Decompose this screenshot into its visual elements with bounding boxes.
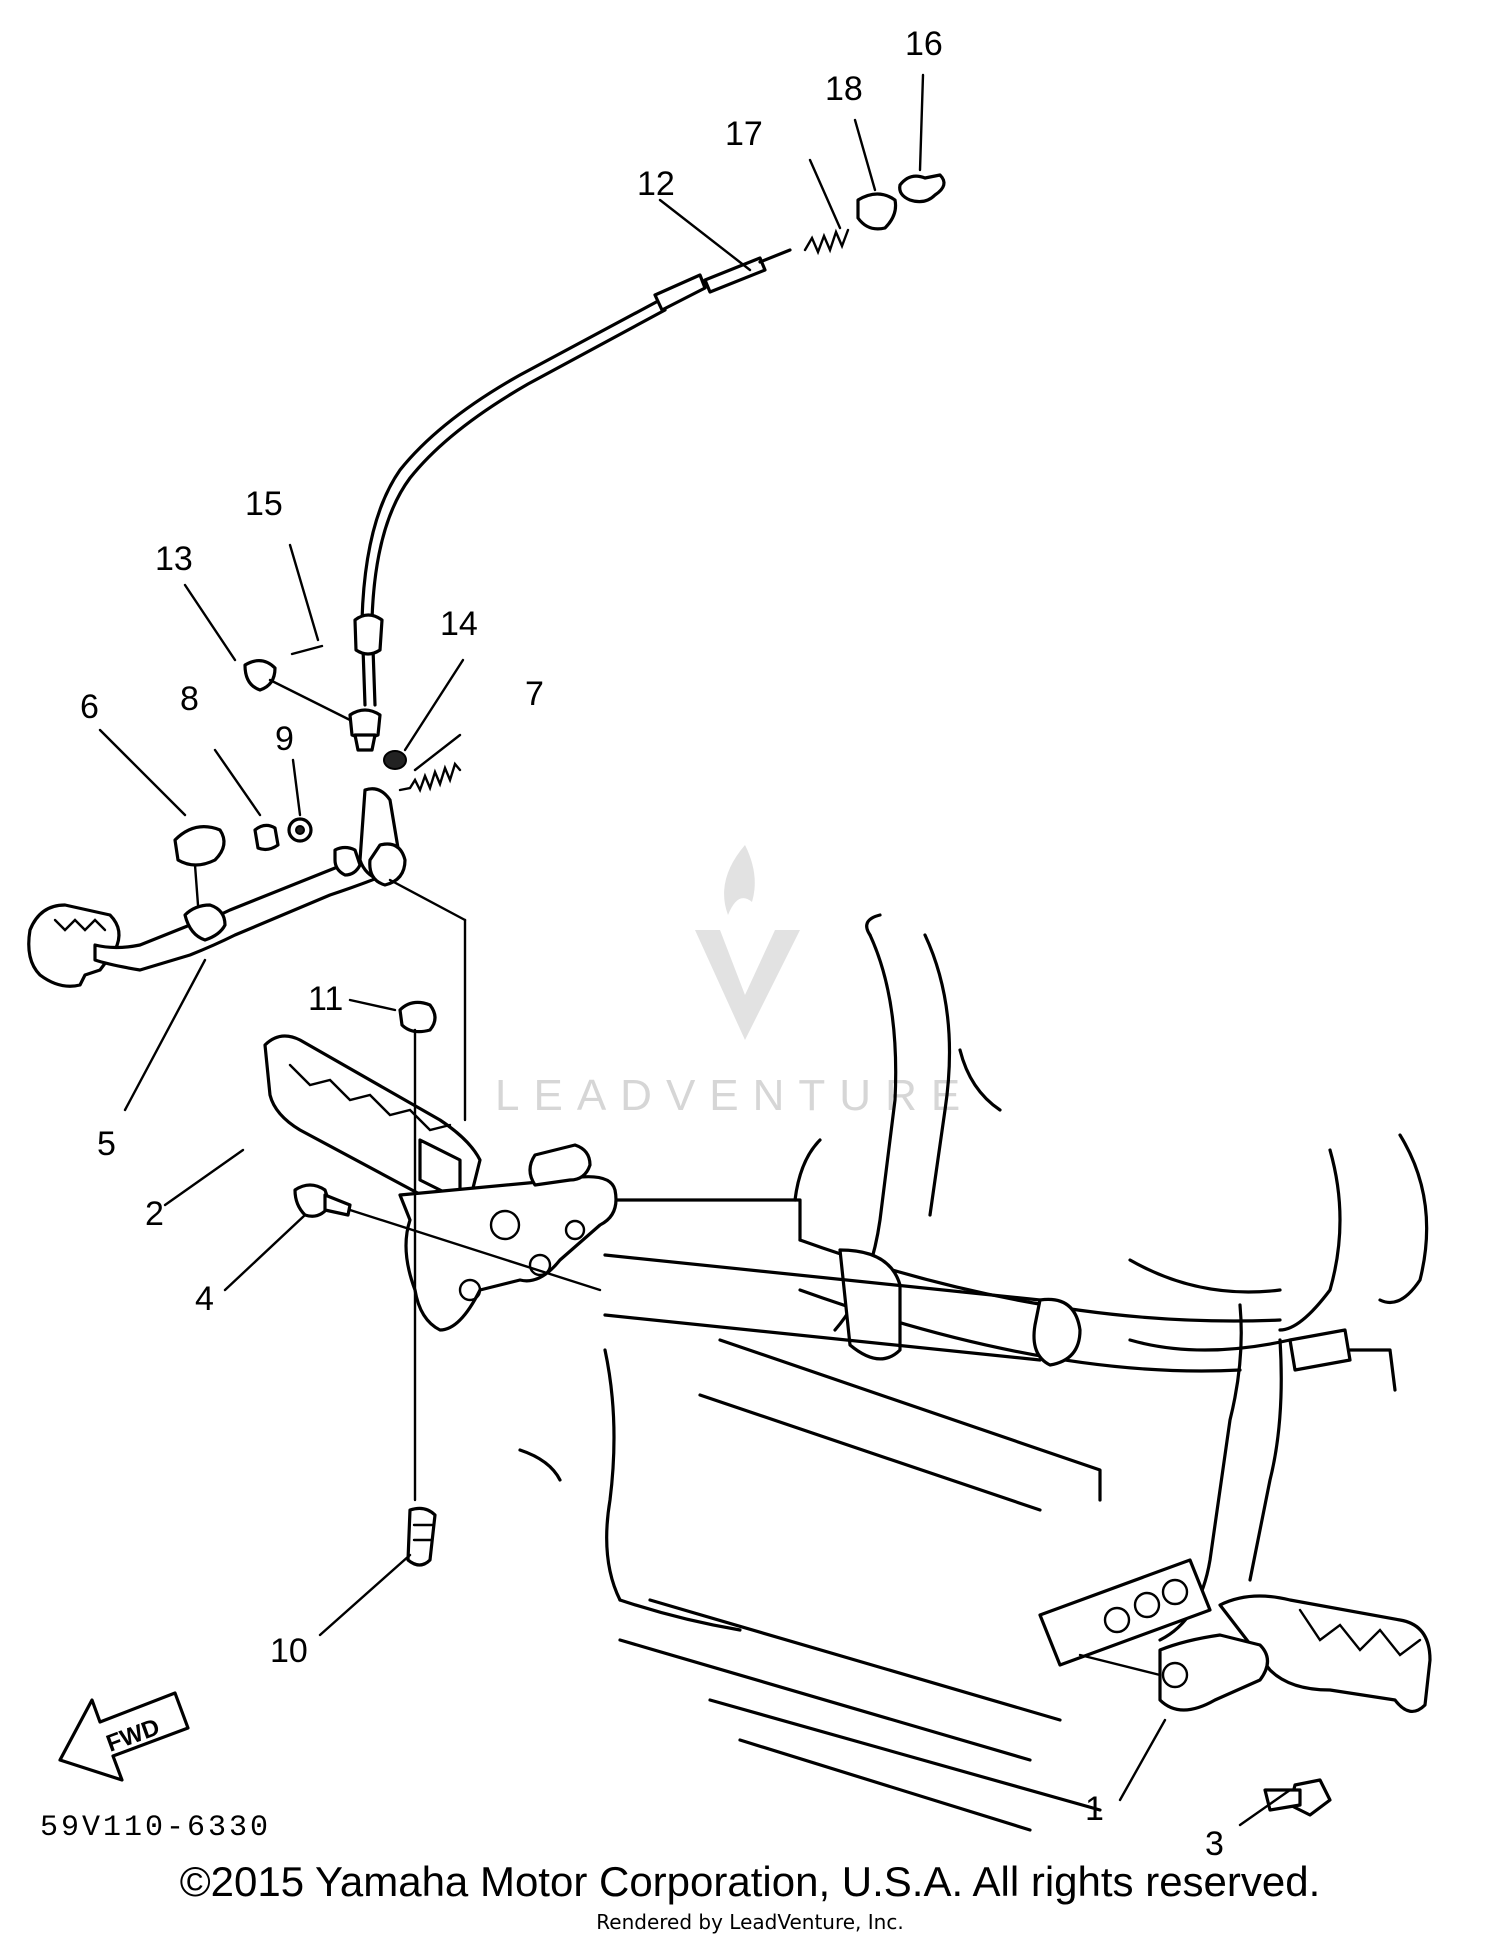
callout-11: 11 (308, 980, 343, 1018)
brake-pedal (27, 787, 407, 988)
callout-16: 16 (905, 25, 943, 63)
callout-5: 5 (97, 1125, 116, 1163)
copyright-notice: ©2015 Yamaha Motor Corporation, U.S.A. A… (179, 1858, 1321, 1905)
callout-3: 3 (1205, 1825, 1224, 1863)
brake-cable (353, 248, 792, 707)
callout-12: 12 (637, 165, 675, 203)
callout-8: 8 (180, 680, 199, 718)
callout-6: 6 (80, 688, 99, 726)
forward-direction-arrow: FWD (58, 1691, 190, 1782)
callout-13: 13 (155, 540, 193, 578)
callout-7: 7 (525, 675, 544, 713)
small-parts (173, 173, 946, 1567)
callout-labels: 1 2 3 4 5 6 7 8 9 10 11 12 13 14 15 16 1… (80, 25, 1224, 1863)
callout-1: 1 (1085, 1790, 1104, 1828)
callout-17: 17 (725, 115, 763, 153)
left-footrest-assembly (263, 1034, 618, 1332)
figure-code: 59V110-6330 (40, 1811, 271, 1845)
callout-14: 14 (440, 605, 478, 643)
callout-4: 4 (195, 1280, 214, 1318)
vehicle-frame (518, 913, 1429, 1832)
callout-9: 9 (275, 720, 294, 758)
callout-15: 15 (245, 485, 283, 523)
callout-2: 2 (145, 1195, 164, 1233)
watermark-text: LEADVENTURE (495, 1071, 974, 1120)
callout-10: 10 (270, 1632, 308, 1670)
rendered-by-credit: Rendered by LeadVenture, Inc. (596, 1910, 904, 1934)
callout-18: 18 (825, 70, 863, 108)
right-footrest-assembly (1078, 1594, 1432, 1817)
leadventure-watermark: LEADVENTURE (495, 845, 974, 1120)
leader-lines (98, 73, 1292, 1827)
